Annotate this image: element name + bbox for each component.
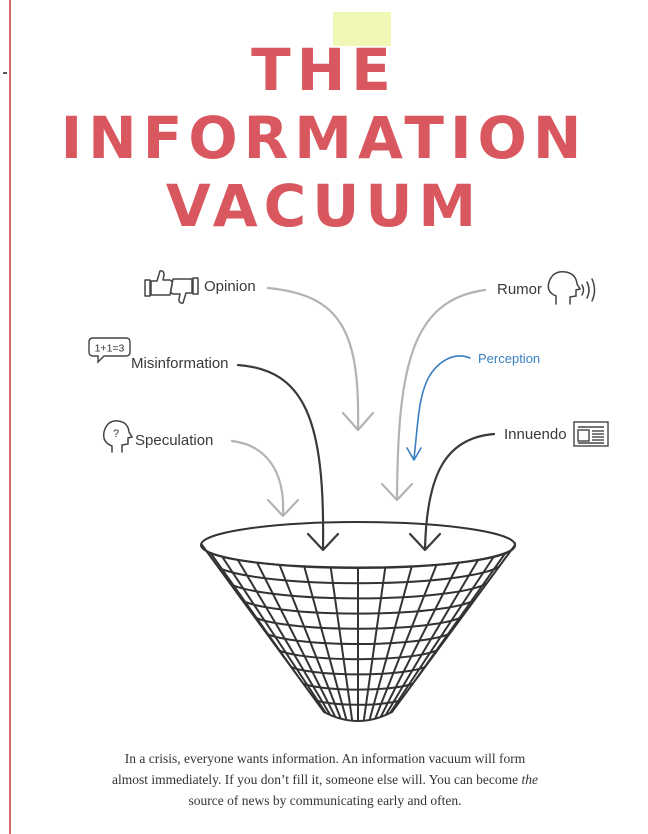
caption-part-1: In a crisis, everyone wants information.… xyxy=(112,751,526,787)
math-bubble-icon: 1+1=3 xyxy=(88,337,131,364)
funnel xyxy=(200,521,517,722)
funnel-spoke xyxy=(383,559,480,719)
title-line-3: VACUUM xyxy=(165,172,483,240)
opinion-arrow xyxy=(266,286,360,430)
rumor-arrowhead xyxy=(380,482,414,502)
caption-text: In a crisis, everyone wants information.… xyxy=(110,748,540,811)
math-bubble-text: 1+1=3 xyxy=(95,343,125,355)
perception-label: Perception xyxy=(478,351,540,366)
speculation-label: Speculation xyxy=(135,432,213,449)
perception-arrow xyxy=(413,355,471,459)
caption-emphasis: the xyxy=(521,772,538,787)
innuendo-arrow xyxy=(423,432,496,550)
misinformation-arrow xyxy=(236,363,325,550)
funnel-spoke xyxy=(374,564,438,720)
funnel-spoke xyxy=(256,562,338,720)
thumbs-down-icon xyxy=(170,277,199,304)
funnel-spoke xyxy=(368,566,413,720)
speaking-head-icon xyxy=(547,270,596,305)
funnel-spoke xyxy=(378,562,460,720)
margin-tick xyxy=(3,72,7,74)
caption-part-2: source of news by communicating early an… xyxy=(188,793,462,808)
opinion-arrowhead xyxy=(341,411,375,432)
rumor-label: Rumor xyxy=(497,281,542,298)
funnel-rim xyxy=(200,521,516,569)
misinformation-label: Misinformation xyxy=(131,355,229,372)
rumor-arrow xyxy=(395,288,487,500)
misinformation-arrowhead xyxy=(306,532,340,552)
question-mark: ? xyxy=(113,428,119,440)
opinion-label: Opinion xyxy=(204,278,256,295)
funnel-spoke xyxy=(329,567,354,721)
funnel-grid xyxy=(202,545,515,721)
caption: In a crisis, everyone wants information.… xyxy=(110,748,540,811)
newspaper-icon xyxy=(573,421,609,447)
funnel-spoke xyxy=(278,564,342,720)
speculation-arrow xyxy=(230,439,285,516)
innuendo-arrowhead xyxy=(408,532,442,552)
highlighter-mark xyxy=(333,12,391,46)
funnel-spoke xyxy=(221,555,330,718)
title-line-1: THE xyxy=(251,36,397,104)
innuendo-label: Innuendo xyxy=(504,426,567,443)
question-head-icon: ? xyxy=(102,420,134,453)
funnel-spoke xyxy=(362,567,387,721)
title-line-2: INFORMATION xyxy=(60,104,588,172)
funnel-spoke xyxy=(236,559,333,719)
speculation-arrowhead xyxy=(266,498,300,518)
thumbs-up-icon xyxy=(144,270,173,297)
funnel-spoke xyxy=(303,566,348,720)
perception-arrowhead xyxy=(406,447,422,461)
funnel-spoke xyxy=(386,555,495,718)
margin-rule xyxy=(9,0,11,834)
